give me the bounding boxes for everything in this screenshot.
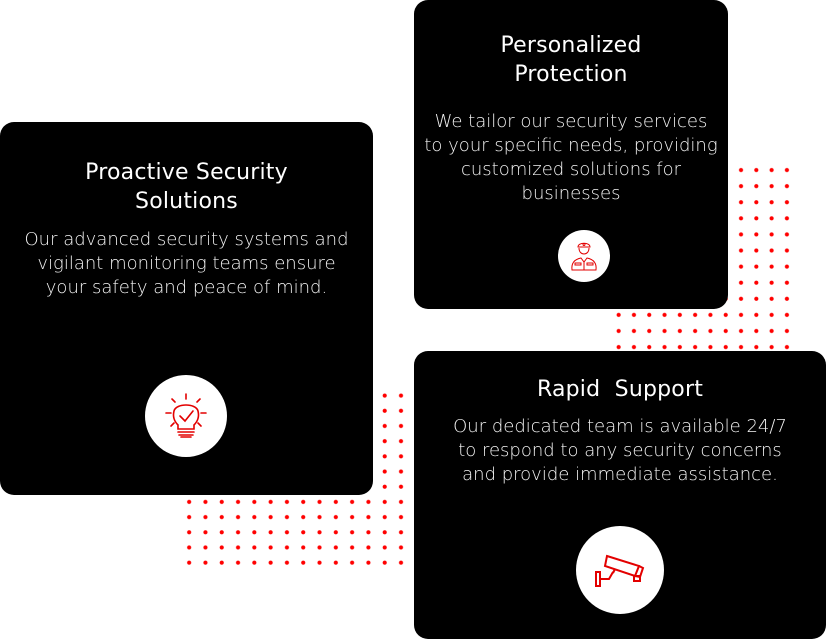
feature-card-personalized-protection: Personalized Protection We tailor our se…: [414, 0, 728, 309]
card-title: Rapid Support: [536, 377, 704, 402]
card-title: Proactive Security Solutions: [85, 160, 288, 214]
card-description: Our dedicated team is available 24/7 to …: [453, 416, 787, 485]
cctv-camera-icon: [576, 526, 664, 614]
security-guard-icon: [558, 230, 610, 282]
feature-card-proactive-security: Proactive Security Solutions Our advance…: [0, 122, 373, 495]
card-description: We tailor our security services to your …: [424, 111, 718, 204]
card-description: Our advanced security systems and vigila…: [24, 229, 349, 298]
lightbulb-check-icon: [145, 375, 227, 457]
card-title: Personalized Protection: [500, 33, 642, 87]
feature-card-rapid-support: Rapid Support Our dedicated team is avai…: [414, 351, 826, 639]
